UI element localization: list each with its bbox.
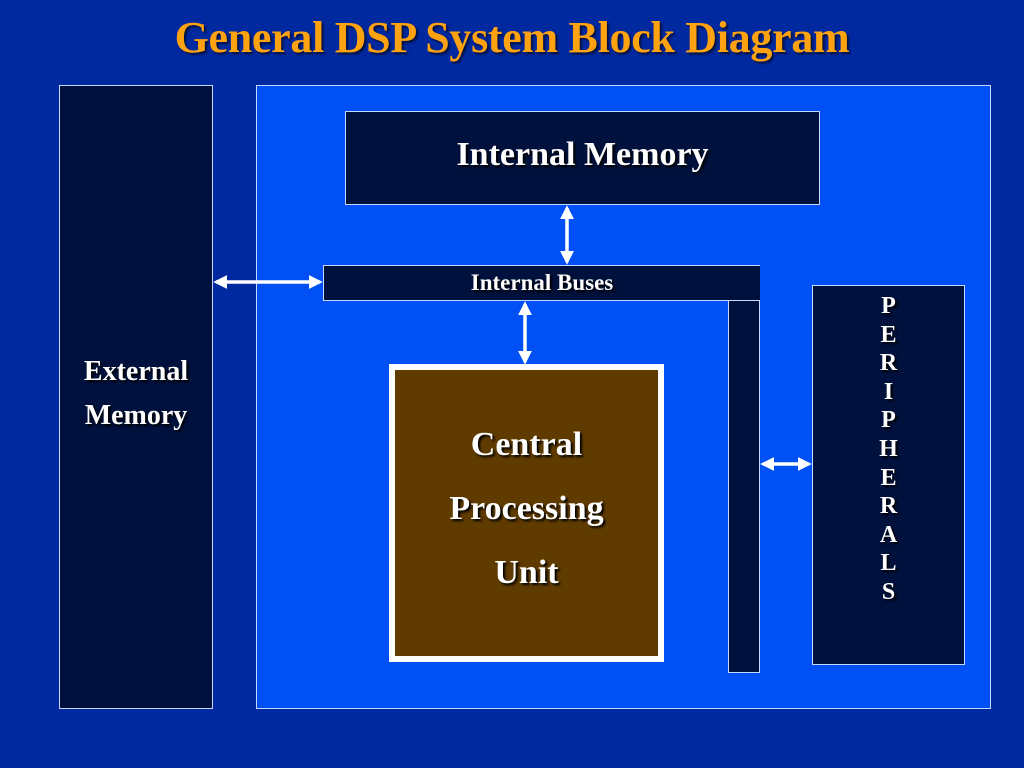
- slide-title: General DSP System Block Diagram: [174, 13, 850, 62]
- peripherals-letter: R: [879, 350, 898, 377]
- external-memory-line1: External: [83, 356, 189, 387]
- bus-corner-join: [728, 266, 759, 300]
- cpu-line1: Central: [470, 426, 583, 463]
- peripherals-letter: E: [880, 464, 897, 491]
- internal-memory-block: Internal Memory: [345, 111, 820, 205]
- external-memory-label: External Memory: [60, 350, 212, 438]
- peripherals-letter: E: [880, 321, 897, 348]
- cpu-block: Central Processing Unit: [389, 364, 664, 662]
- internal-buses-label: Internal Buses: [470, 270, 614, 295]
- peripherals-letter: L: [880, 550, 897, 577]
- peripherals-letter: P: [881, 293, 896, 319]
- peripherals-letter: P: [881, 407, 896, 434]
- peripherals-letter: H: [879, 435, 898, 462]
- external-memory-line2: Memory: [84, 400, 188, 431]
- internal-memory-label: Internal Memory: [456, 136, 709, 173]
- peripherals-letter: I: [883, 378, 894, 405]
- peripherals-letter: S: [881, 578, 896, 605]
- peripherals-letter: R: [879, 493, 898, 520]
- internal-bus-vertical: [728, 265, 760, 673]
- cpu-line2: Processing: [449, 490, 604, 527]
- internal-bus-horizontal: Internal Buses: [323, 265, 760, 301]
- cpu-line3: Unit: [494, 554, 559, 591]
- peripherals-letter: A: [879, 521, 898, 548]
- external-memory-block: External Memory: [59, 85, 213, 709]
